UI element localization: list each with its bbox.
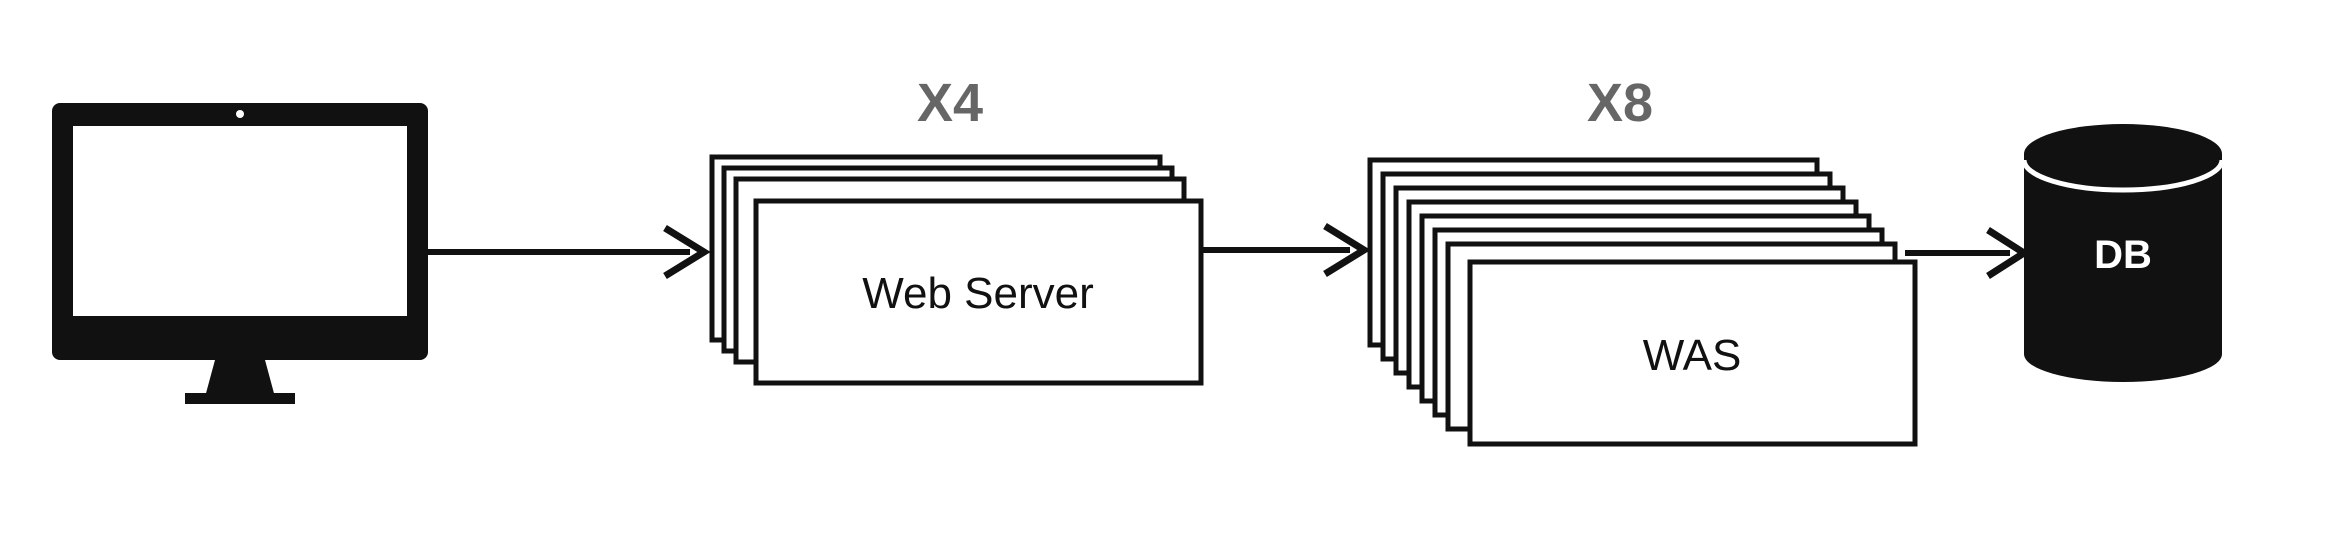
webserver-count-label: X4 xyxy=(917,73,983,133)
database-cylinder-icon xyxy=(2021,124,2225,382)
was-stack-layer xyxy=(1467,259,1918,447)
desktop-monitor-icon xyxy=(52,103,428,404)
was-count-label: X8 xyxy=(1587,73,1653,133)
webserver-stack xyxy=(709,154,1204,386)
was-stack xyxy=(1367,157,1918,447)
was-label: WAS xyxy=(1643,331,1742,380)
arrow-client-to-webserver xyxy=(428,225,711,279)
database-label: DB xyxy=(2094,233,2152,277)
arrow-webserver-to-was xyxy=(1201,223,1371,277)
arrow-was-to-db xyxy=(1905,227,2031,279)
webserver-label: Web Server xyxy=(862,269,1094,318)
webserver-stack-layer xyxy=(753,198,1204,386)
